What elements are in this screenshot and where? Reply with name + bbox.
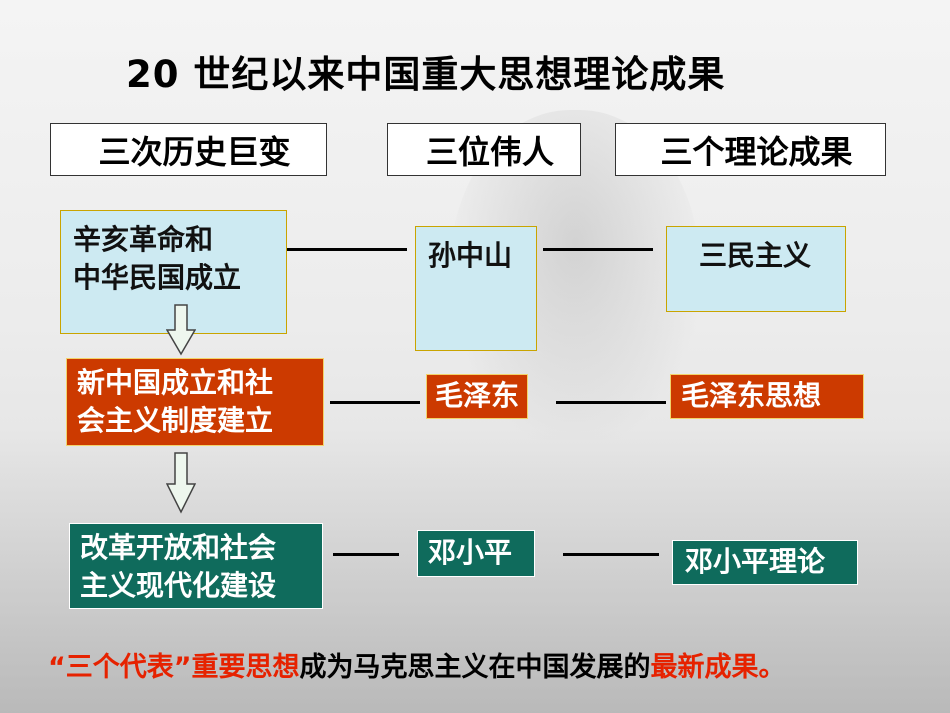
person-box-mao-zedong: 毛泽东 [426,374,528,419]
person-name: 毛泽东 [435,379,520,412]
event-line: 改革开放和社会 [80,531,277,564]
person-box-deng-xiaoping: 邓小平 [417,530,535,577]
connector-line [287,248,407,251]
down-arrow-icon [166,452,196,514]
slide-title: 20 世纪以来中国重大思想理论成果 [126,53,726,96]
event-line: 辛亥革命和 [73,223,214,256]
theory-box-three-principles: 三民主义 [666,226,846,312]
theory-name: 毛泽东思想 [681,379,822,412]
footer-emphasis: “三个代表”重要思想 [48,652,300,683]
header-historic-changes: 三次历史巨变 [50,123,327,176]
event-line: 主义现代化建设 [80,569,277,602]
connector-line [333,553,399,556]
theory-box-deng-theory: 邓小平理论 [672,540,858,585]
theory-box-mao-thought: 毛泽东思想 [670,374,864,419]
footer-text: 成为马克思主义在中国发展的 [299,652,651,683]
person-name: 孙中山 [428,239,513,272]
theory-name: 三民主义 [699,239,812,272]
header-great-figures: 三位伟人 [387,123,581,176]
event-line: 新中国成立和社 [77,366,274,399]
footer-statement: “三个代表”重要思想成为马克思主义在中国发展的最新成果。 [48,645,786,684]
event-box-reform-opening: 改革开放和社会 主义现代化建设 [69,523,323,609]
footer-emphasis-end: 最新成果。 [650,652,786,683]
person-box-sun-yat-sen: 孙中山 [415,226,537,351]
event-box-new-china: 新中国成立和社 会主义制度建立 [66,358,324,446]
event-line: 会主义制度建立 [77,404,274,437]
person-name: 邓小平 [428,536,513,569]
event-box-1911-revolution: 辛亥革命和 中华民国成立 [60,210,287,334]
connector-line [563,553,659,556]
header-theory-results: 三个理论成果 [615,123,886,176]
theory-name: 邓小平理论 [685,545,826,578]
connector-line [556,401,666,404]
connector-line [330,401,420,404]
event-line: 中华民国成立 [73,261,242,294]
connector-line [543,248,653,251]
down-arrow-icon [166,304,196,356]
